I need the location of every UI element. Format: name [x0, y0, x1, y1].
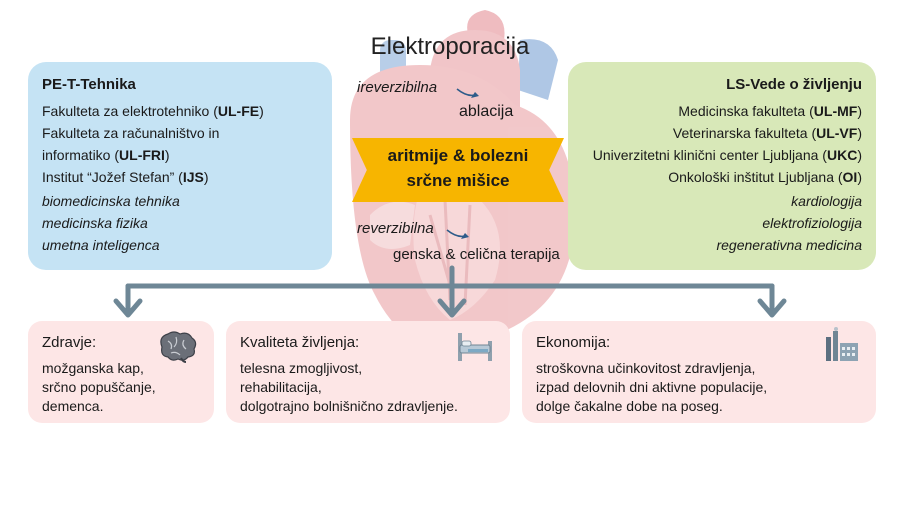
field-line: biomedicinska tehnika	[42, 193, 180, 209]
factory-icon	[826, 327, 858, 361]
box-line: telesna zmogljivost,	[240, 360, 363, 376]
field-line: kardiologija	[791, 193, 862, 209]
hospital-bed-icon	[458, 333, 492, 361]
field-line: regenerativna medicina	[716, 237, 862, 253]
institution-line: Fakulteta za računalništvo in	[42, 125, 220, 141]
box-heading: Ekonomija:	[536, 334, 611, 351]
institution-line: Onkološki inštitut Ljubljana (OI)	[668, 169, 862, 185]
institution-line: informatiko (UL-FRI)	[42, 147, 170, 163]
institution-line: Institut “Jožef Stefan” (IJS)	[42, 169, 209, 185]
right-panel: LS-Vede o življenju Medicinska fakulteta…	[568, 62, 876, 270]
right-panel-heading: LS-Vede o življenju	[726, 76, 862, 93]
arrow-down-icon-1	[113, 298, 143, 318]
box-line: izpad delovnih dni aktivne populacije,	[536, 379, 768, 395]
irreversible-label: ireverzibilna	[357, 79, 438, 96]
arrow-down-icon-2	[437, 298, 467, 318]
field-line: medicinska fizika	[42, 215, 148, 231]
arrow-down-icon-3	[757, 298, 787, 318]
connector-lines	[125, 265, 775, 315]
box-heading: Zdravje:	[42, 334, 97, 351]
institution-line: Veterinarska fakulteta (UL-VF)	[672, 125, 862, 141]
box-line: dolge čakalne dobe na poseg.	[536, 398, 723, 414]
institution-line: Univerzitetni klinični center Ljubljana …	[592, 147, 862, 163]
box-heading: Kvaliteta življenja:	[240, 334, 360, 351]
box-line: stroškovna učinkovitost zdravljenja,	[536, 360, 756, 376]
box-line: možganska kap,	[42, 360, 144, 376]
diagram-title: Elektroporacija	[370, 33, 530, 60]
economy-box: Ekonomija: stroškovna učinkovitost zdrav…	[522, 321, 876, 423]
field-line: umetna inteligenca	[42, 237, 160, 253]
therapy-label: genska & celična terapija	[393, 246, 560, 263]
brain-icon	[160, 331, 197, 363]
quality-of-life-box: Kvaliteta življenja: telesna zmogljivost…	[226, 321, 510, 423]
box-line: dolgotrajno bolnišnično zdravljenje.	[240, 398, 458, 414]
institution-line: Fakulteta za elektrotehniko (UL-FE)	[42, 103, 264, 119]
institution-line: Medicinska fakulteta (UL-MF)	[678, 103, 862, 119]
box-line: rehabilitacija,	[240, 379, 322, 395]
box-line: srčno popuščanje,	[42, 379, 156, 395]
left-panel: PE-T-Tehnika Fakulteta za elektrotehniko…	[28, 62, 332, 270]
ablation-label: ablacija	[459, 103, 514, 120]
banner-text: aritmije & bolezni srčne mišice	[387, 146, 529, 190]
center-banner	[352, 138, 564, 202]
reversible-label: reverzibilna	[357, 220, 434, 237]
left-panel-heading: PE-T-Tehnika	[42, 76, 136, 93]
box-line: demenca.	[42, 398, 104, 414]
health-box: Zdravje: možganska kap, srčno popuščanje…	[28, 321, 214, 423]
field-line: elektrofiziologija	[762, 215, 862, 231]
pulmonary-vessel-shape	[518, 39, 558, 100]
